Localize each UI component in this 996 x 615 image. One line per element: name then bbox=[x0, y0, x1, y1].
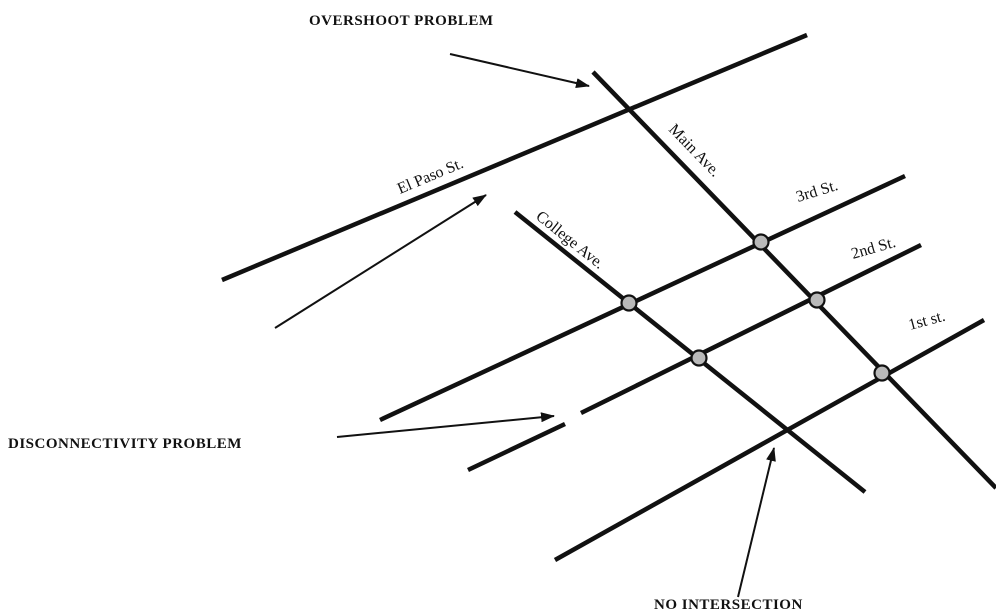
main-avenue-label: Main Ave. bbox=[665, 121, 723, 180]
intersection-node-main-3rd bbox=[752, 233, 770, 251]
no-intersection-label: NO INTERSECTION bbox=[654, 597, 803, 613]
no-intersection-arrow bbox=[737, 447, 776, 598]
college-avenue-line bbox=[513, 210, 867, 494]
intersection-node-main-1st bbox=[873, 364, 891, 382]
gap-arrow bbox=[274, 194, 487, 329]
first-street-label: 1st st. bbox=[907, 308, 947, 334]
overshoot-problem-label: OVERSHOOT PROBLEM bbox=[309, 13, 494, 29]
el-paso-street-line bbox=[221, 32, 808, 283]
disconnectivity-arrow bbox=[336, 412, 555, 438]
main-avenue-line bbox=[591, 70, 996, 490]
intersection-node-main-2nd bbox=[808, 291, 826, 309]
college-avenue-label: College Ave. bbox=[532, 208, 607, 273]
second-street-line bbox=[580, 242, 922, 416]
overshoot-arrow bbox=[449, 53, 590, 88]
disconnectivity-problem-label: DISCONNECTIVITY PROBLEM bbox=[8, 436, 242, 452]
first-street-line bbox=[553, 318, 986, 562]
intersection-node-college-2nd bbox=[690, 349, 708, 367]
intersection-node-college-3rd bbox=[620, 294, 638, 312]
second-street-west-segment bbox=[467, 421, 566, 473]
third-street-label: 3rd St. bbox=[794, 177, 840, 206]
third-street-line bbox=[379, 173, 906, 423]
